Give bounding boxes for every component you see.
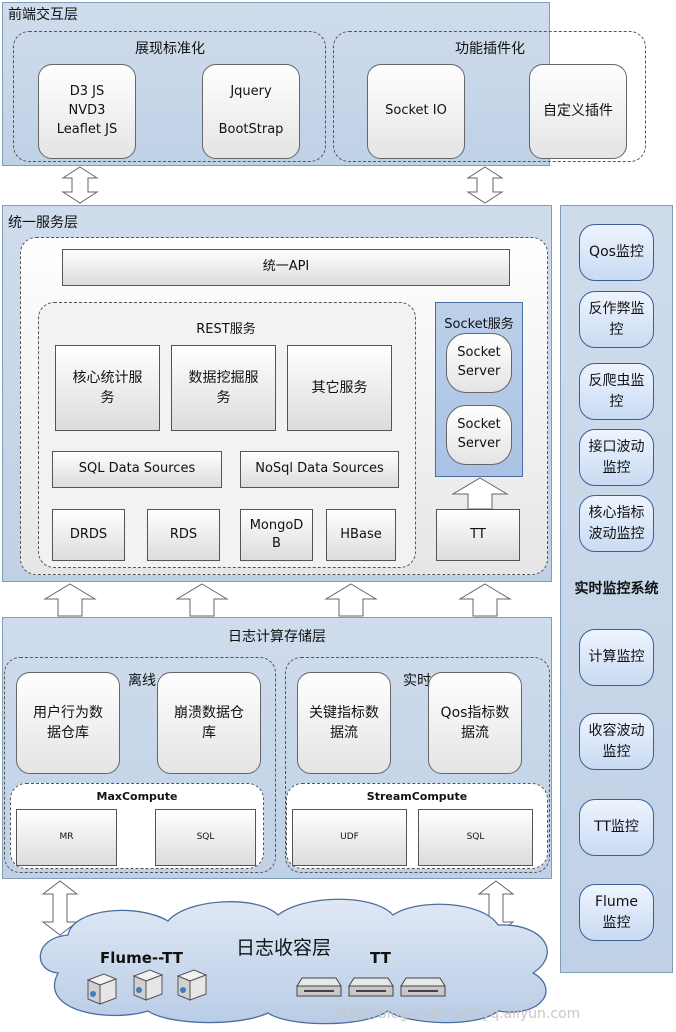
monitor-item-collect-fluctuation: 收容波动 监控 — [579, 713, 654, 770]
mongodb-box: MongoD B — [240, 509, 313, 561]
qos-metrics-stream: Qos指标数 据流 — [428, 672, 522, 774]
mr-box: MR — [16, 809, 117, 866]
display-group-title: 展现标准化 — [135, 41, 205, 57]
socket-server-box-2: Socket Server — [446, 405, 512, 465]
offline-label: 离线 — [128, 673, 156, 689]
streamcompute-sql-box: SQL — [418, 809, 533, 866]
rds-box: RDS — [147, 509, 220, 561]
plugin-group-title: 功能插件化 — [455, 41, 525, 57]
network-device-icon — [348, 977, 394, 997]
rest-service-title: REST服务 — [196, 322, 256, 337]
network-device-icon — [296, 977, 342, 997]
up-arrow-icon — [458, 583, 512, 617]
network-device-icon — [400, 977, 446, 997]
key-metrics-stream: 关键指标数 据流 — [297, 672, 391, 774]
socket-service-title: Socket服务 — [444, 317, 514, 332]
monitor-item-api-fluctuation: 接口波动 监控 — [579, 429, 654, 486]
watermark: http://blog.csdn.net/ yq.aliyun.com — [335, 1006, 581, 1022]
up-arrow-icon — [43, 583, 97, 617]
monitor-system-title: 实时监控系统 — [574, 581, 659, 597]
double-arrow-icon — [466, 166, 504, 204]
nosql-data-sources-box: NoSql Data Sources — [240, 451, 399, 488]
up-arrow-icon — [451, 477, 509, 510]
monitor-item-flume: Flume 监控 — [579, 884, 654, 941]
udf-box: UDF — [292, 809, 407, 866]
tt-box: TT — [436, 509, 520, 561]
server-icon — [86, 973, 118, 1005]
maxcompute-title: MaxCompute — [96, 790, 178, 803]
socket-io-box: Socket IO — [367, 64, 465, 159]
hbase-box: HBase — [326, 509, 396, 561]
monitor-item-compute: 计算监控 — [579, 629, 654, 686]
monitor-item-tt: TT监控 — [579, 799, 654, 856]
monitor-item-qos: Qos监控 — [579, 224, 654, 281]
tt-label: TT — [370, 949, 391, 967]
sql-data-sources-box: SQL Data Sources — [52, 451, 222, 488]
unified-api-box: 统一API — [62, 249, 510, 286]
socket-server-box-1: Socket Server — [446, 333, 512, 393]
plugin-group — [333, 31, 646, 162]
maxcompute-sql-box: SQL — [155, 809, 256, 866]
streamcompute-title: StreamCompute — [366, 790, 468, 803]
jquery-bootstrap-box: Jquery BootStrap — [202, 64, 300, 159]
custom-plugin-box: 自定义插件 — [529, 64, 627, 159]
data-mining-service: 数据挖掘服 务 — [171, 345, 276, 431]
core-statistics-service: 核心统计服 务 — [55, 345, 160, 431]
realtime-group — [285, 657, 550, 873]
server-icon — [176, 969, 208, 1001]
frontend-layer-title: 前端交互层 — [8, 7, 78, 23]
crash-data-warehouse: 崩溃数据仓 库 — [157, 672, 261, 774]
server-icon — [132, 969, 164, 1001]
other-service: 其它服务 — [287, 345, 392, 431]
realtime-label: 实时 — [403, 673, 431, 689]
storage-layer-title: 日志计算存储层 — [228, 629, 326, 645]
monitor-item-anti-fraud: 反作弊监 控 — [579, 291, 654, 348]
monitor-item-core-metric-fluctuation: 核心指标 波动监控 — [579, 495, 654, 552]
service-layer-title: 统一服务层 — [8, 215, 78, 231]
double-arrow-icon — [41, 880, 79, 936]
monitor-item-anti-crawler: 反爬虫监 控 — [579, 363, 654, 420]
flume-tt-label: Flume--TT — [100, 949, 183, 967]
double-arrow-icon — [61, 166, 99, 204]
up-arrow-icon — [324, 583, 378, 617]
d3-nvd3-leaflet-box: D3 JS NVD3 Leaflet JS — [38, 64, 136, 159]
up-arrow-icon — [175, 583, 229, 617]
collect-layer-title: 日志收容层 — [236, 937, 332, 959]
display-standardization-group — [13, 31, 326, 162]
drds-box: DRDS — [52, 509, 125, 561]
user-behavior-warehouse: 用户行为数 据仓库 — [16, 672, 120, 774]
offline-group — [4, 657, 276, 873]
